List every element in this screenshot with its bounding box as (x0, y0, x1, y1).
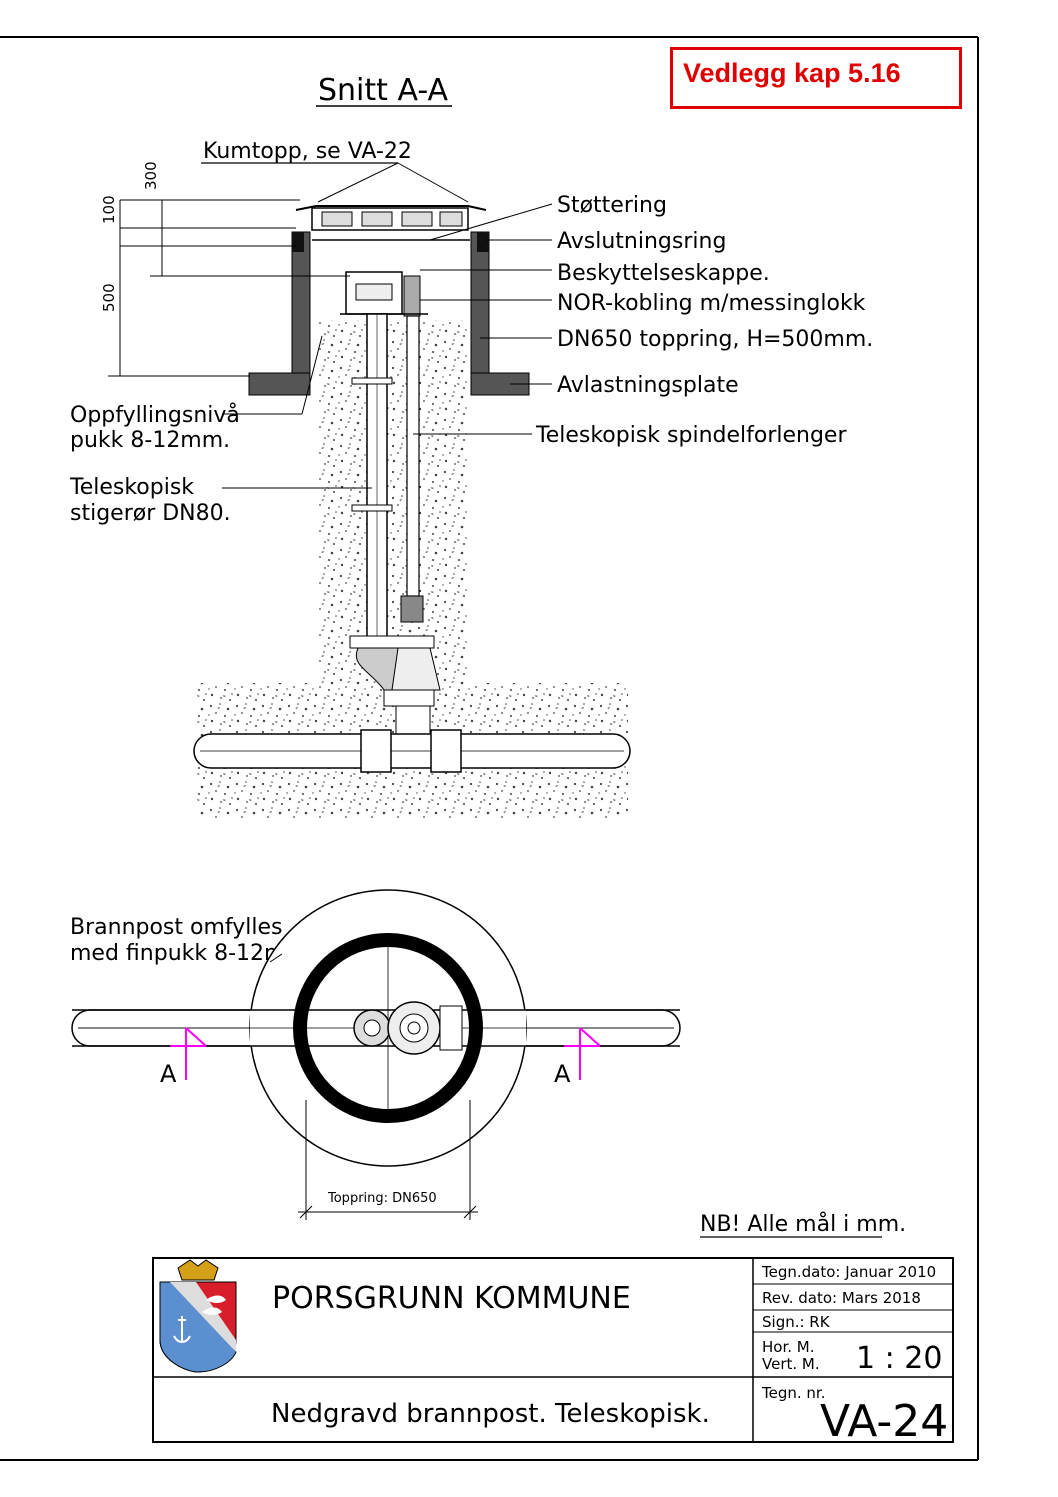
label-nor-coupling: NOR-kobling m/messinglokk (557, 291, 866, 316)
attachment-stamp: Vedlegg kap 5.16 (670, 47, 962, 109)
top-ring-wall-left (291, 231, 311, 376)
riser-pipe (351, 313, 393, 645)
dim-top-ring: Toppring: DN650 (327, 1191, 437, 1206)
date-revised: Rev. dato: Mars 2018 (762, 1289, 921, 1307)
hydrant-plan (353, 1001, 463, 1055)
dim-100: 100 (100, 195, 118, 224)
dim-300: 300 (142, 161, 160, 190)
label-riser-2: stigerør DN80. (70, 501, 231, 526)
spindle-extension (400, 315, 424, 623)
label-spindle-extension: Teleskopisk spindelforlenger (535, 423, 847, 448)
label-fill-level-1: Oppfyllingsnivå (70, 402, 240, 428)
protective-cap (340, 271, 428, 317)
label-riser-1: Teleskopisk (69, 475, 194, 500)
label-relief-plate: Avlastningsplate (557, 373, 739, 398)
signature: Sign.: RK (762, 1313, 831, 1331)
label-protective-cap: Beskyttelseskappe. (557, 261, 770, 286)
dimension-lines (108, 199, 350, 377)
section-arrow-right (564, 1027, 601, 1080)
hydrant-valve (349, 635, 441, 737)
plan-note-1: Brannpost omfylles (70, 915, 283, 940)
label-top-ring: DN650 toppring, H=500mm. (557, 327, 873, 352)
relief-plate-left (248, 372, 311, 396)
section-title: Snitt A-A (318, 73, 448, 108)
manhole-top (295, 205, 487, 241)
drawing-title: Nedgravd brannpost. Teleskopisk. (271, 1399, 710, 1429)
drawing-number-label: Tegn. nr. (761, 1384, 825, 1402)
scale-label-vertical: Vert. M. (762, 1355, 820, 1373)
date-drawn: Tegn.dato: Januar 2010 (761, 1263, 936, 1281)
main-pipe-section (193, 729, 631, 773)
note-dimensions: NB! Alle mål i mm. (700, 1211, 906, 1237)
title-block (152, 1257, 954, 1443)
label-fill-level-2: pukk 8-12mm. (70, 428, 230, 453)
top-ring-wall-right (470, 231, 490, 376)
scale-label-horizontal: Hor. M. (762, 1338, 815, 1356)
section-mark-right: A (554, 1060, 571, 1088)
section-arrow-left (170, 1027, 207, 1080)
organization-name: PORSGRUNN KOMMUNE (272, 1281, 631, 1316)
callout-manhole-top: Kumtopp, se VA-22 (203, 139, 412, 164)
dim-500: 500 (100, 283, 118, 312)
label-support-ring: Støttering (557, 193, 667, 218)
section-mark-left: A (160, 1060, 177, 1088)
drawing-number: VA-24 (820, 1396, 948, 1447)
scale-value: 1 : 20 (856, 1341, 942, 1376)
coat-of-arms-logo (159, 1259, 237, 1373)
label-closing-ring: Avslutningsring (557, 229, 726, 254)
